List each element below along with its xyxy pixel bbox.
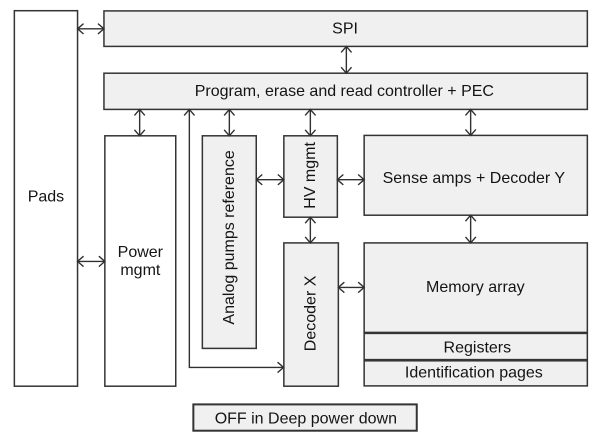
svg-text:HV mgmt: HV mgmt xyxy=(302,142,319,209)
svg-text:Sense amps + Decoder Y: Sense amps + Decoder Y xyxy=(383,170,566,187)
svg-text:Registers: Registers xyxy=(444,339,512,356)
svg-text:mgmt: mgmt xyxy=(120,262,161,279)
svg-text:Decoder X: Decoder X xyxy=(303,275,320,351)
svg-text:SPI: SPI xyxy=(332,20,358,37)
svg-text:Power: Power xyxy=(118,244,164,261)
svg-text:Pads: Pads xyxy=(28,189,64,206)
svg-text:Analog pumps reference: Analog pumps reference xyxy=(221,150,238,324)
svg-text:Identification pages: Identification pages xyxy=(405,364,543,381)
svg-text:Program, erase and read contro: Program, erase and read controller + PEC xyxy=(195,83,494,100)
svg-text:Memory array: Memory array xyxy=(426,279,525,296)
svg-text:OFF in Deep power down: OFF in Deep power down xyxy=(215,410,397,427)
